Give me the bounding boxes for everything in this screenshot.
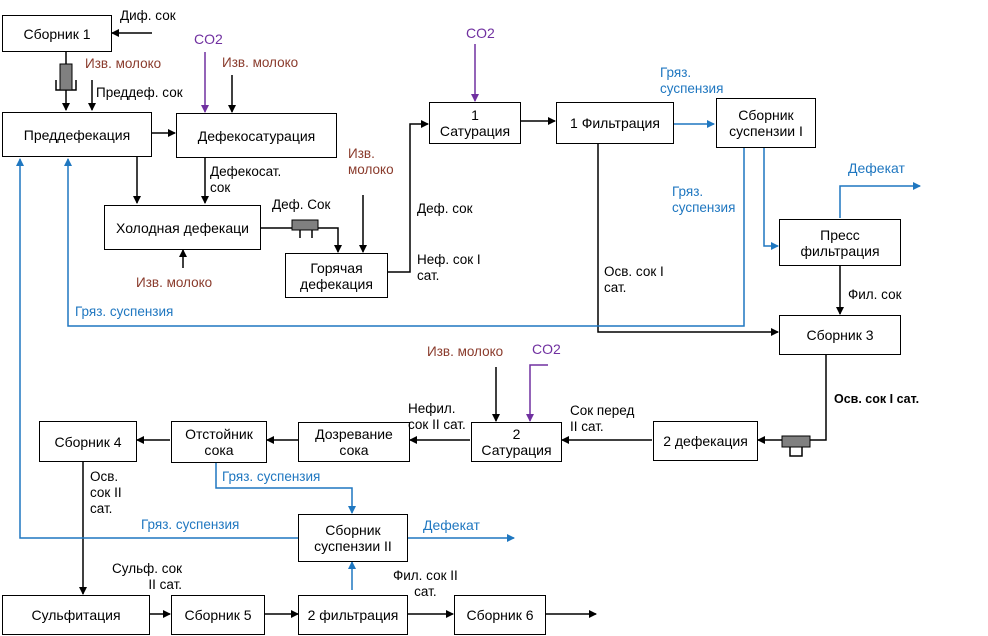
box-sulfitacia: Сульфитация [2,595,150,635]
box-goryachaya-defekacia: Горячая дефекация [285,253,388,298]
label-izv-moloko-2: Изв. молоко [222,55,299,70]
label-sok-pered-2-sat: Сок перед II сат. [570,403,635,434]
label-co2-3: CO2 [532,341,561,357]
box-sbornik-5: Сборник 5 [171,595,265,635]
label-gryaz-suspenzia-2: Гряз. суспензия [672,184,736,215]
label-def-sok-caps: Деф. Сок [272,197,331,212]
box-preddefekacia: Преддефекация [2,112,152,157]
box-otstoynik-soka: Отстойник сока [171,421,267,463]
label-nefil-sok-2-sat: Нефил. сок II сат. [408,401,466,432]
label-izv-moloko-5: Изв. молоко [427,344,504,359]
box-defekosaturacia: Дефекосатурация [176,113,337,158]
label-izv-moloko-1: Изв. молоко [85,56,162,71]
box-holodnaya-defekacia: Холодная дефекаци [104,205,261,250]
box-defekacia-2: 2 дефекация [653,421,758,461]
box-press-filtracia: Пресс фильтрация [779,219,901,266]
box-sbornik-suspenzii-1: Сборник суспензии I [716,98,816,148]
box-sbornik-6: Сборник 6 [454,595,546,635]
box-sbornik-4: Сборник 4 [39,421,137,462]
box-dozrevanie-soka: Дозревание сока [298,422,410,462]
label-sulf-sok-2-sat: Сульф. сок II сат. [112,561,183,592]
label-co2-2: CO2 [466,25,495,41]
label-gryaz-suspenzia-1: Гряз. суспензия [660,65,724,96]
label-defekat-2: Дефекат [423,517,480,533]
label-fil-sok: Фил. сок [848,287,902,302]
label-izv-moloko-3: Изв. молоко [136,275,213,290]
label-defekosat-sok: Дефекосат. сок [210,164,282,195]
label-gryaz-suspenzia-5: Гряз. суспензия [141,517,240,532]
box-saturacia-1: 1 Сатурация [429,102,521,144]
box-sbornik-3: Сборник 3 [779,315,901,355]
box-saturacia-2: 2 Сатурация [471,422,562,462]
label-fil-sok-2-sat: Фил. сок II сат. [393,568,458,599]
label-nef-sok-1-sat: Неф. сок I сат. [417,252,481,283]
box-filtracia-1: 1 Фильтрация [556,102,674,144]
box-filtracia-2: 2 фильтрация [298,595,408,635]
label-osv-sok-1-sat: Осв. сок I сат. [604,264,664,295]
box-sbornik-1: Сборник 1 [2,15,112,52]
label-gryaz-suspenzia-4: Гряз. суспензия [222,469,321,484]
label-preddef-sok: Преддеф. сок [96,85,183,100]
label-izv-moloko-4: Изв. молоко [348,146,394,177]
label-defekat-1: Дефекат [848,160,905,176]
label-gryaz-suspenzia-3: Гряз. суспензия [75,304,174,319]
label-osv-sok-1-sat-bold: Осв. сок I сат. [834,392,920,406]
label-dif-sok: Диф. сок [120,8,176,23]
box-sbornik-suspenzii-2: Сборник суспензии II [298,514,408,562]
label-co2-1: CO2 [194,31,223,47]
label-def-sok: Деф. сок [417,201,473,216]
label-osv-sok-2-sat: Осв. сок II сат. [90,469,122,516]
